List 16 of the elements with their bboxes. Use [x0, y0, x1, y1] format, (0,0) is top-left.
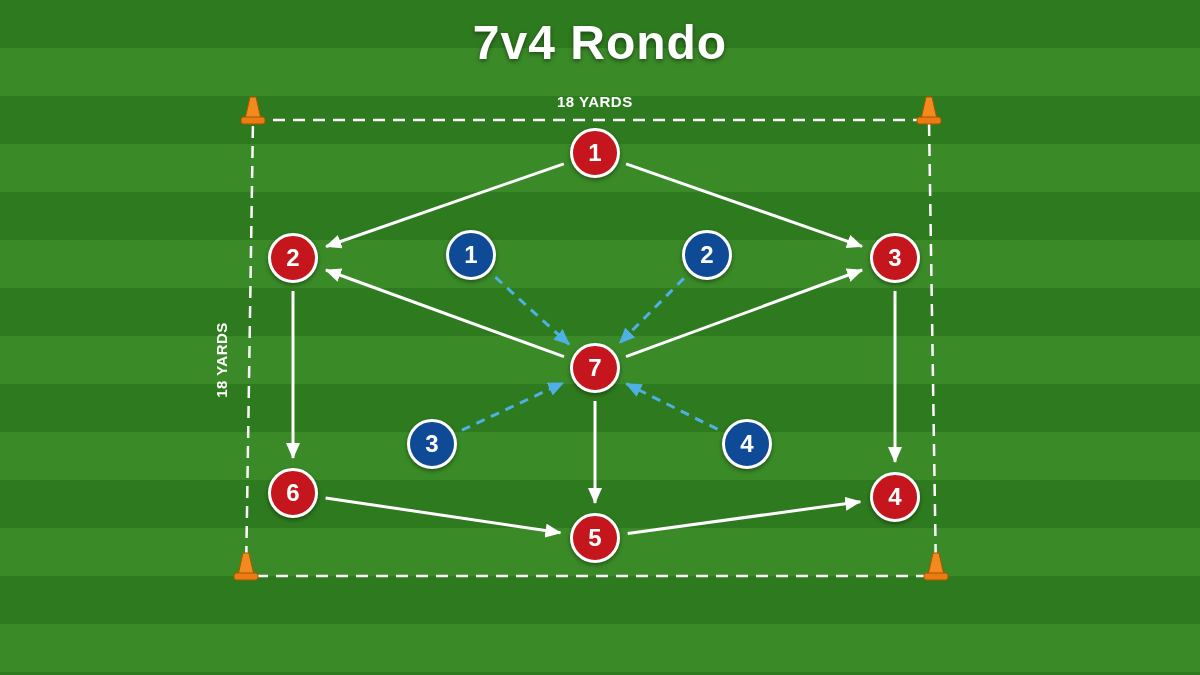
pass-arrow: [588, 401, 602, 504]
dashed-arrow: [461, 381, 565, 432]
pass-arrow: [625, 268, 864, 358]
pass-arrow: [324, 268, 565, 359]
dimension-label: 18 YARDS: [557, 93, 633, 111]
dashed-arrow: [618, 277, 685, 345]
dashed-arrow: [494, 276, 571, 346]
dashed-arrow: [625, 382, 719, 431]
dimension-label: 18 YARDS: [212, 322, 231, 398]
title: 7v4 Rondo: [472, 15, 728, 71]
pass-arrow: [625, 162, 863, 249]
pass-arrow: [627, 496, 862, 535]
pass-arrow: [888, 291, 902, 463]
pass-arrow: [325, 162, 565, 249]
pass-arrow: [286, 291, 300, 459]
pass-arrow: [325, 496, 562, 538]
